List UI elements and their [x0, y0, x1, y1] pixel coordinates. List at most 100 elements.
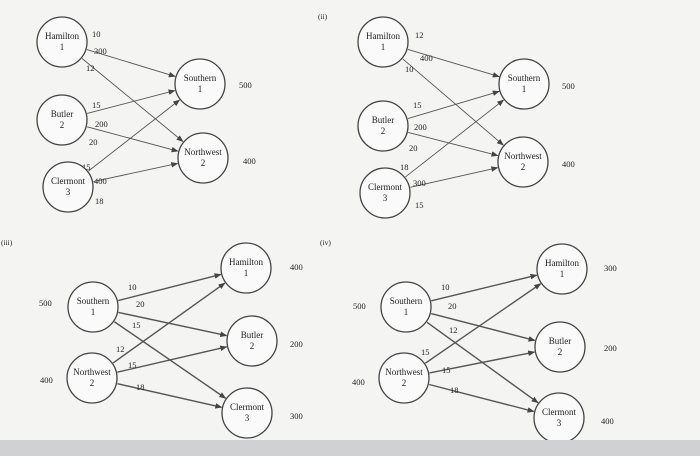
node-name: Hamilton: [366, 31, 400, 41]
node-name: Southern: [390, 296, 423, 306]
edge-cost-label: 18: [95, 196, 104, 206]
node-circle: [220, 242, 272, 294]
node-name: Northwest: [184, 147, 222, 157]
edge-cost-label: 18: [400, 162, 409, 172]
node-circle: [221, 387, 273, 439]
edge-cost-label: 10: [405, 64, 414, 74]
edge-cost-label: 15: [415, 200, 424, 210]
node-circle: [226, 315, 278, 367]
edge-ham-nw: [402, 58, 504, 146]
edge-cost-label: 15: [442, 365, 451, 375]
node-circle: [42, 161, 94, 213]
panel-label: (iii): [1, 238, 13, 247]
node-name: Northwest: [504, 151, 542, 161]
edge-but-nw: [86, 126, 179, 153]
edge-nw-but: [117, 345, 228, 373]
node-quantity: 400: [352, 377, 365, 387]
extra-value-label: 300: [413, 178, 426, 188]
node-circle: [534, 321, 586, 373]
node-quantity: 300: [290, 411, 303, 421]
node-quantity: 500: [39, 298, 52, 308]
node-number: 3: [66, 187, 71, 197]
edge-cost-label: 20: [448, 301, 457, 311]
node-number: 3: [245, 413, 250, 423]
node-quantity: 400: [290, 262, 303, 272]
node-quantity: 500: [239, 80, 252, 90]
node-number: 2: [60, 120, 65, 130]
network-panel-b: (ii)121015201815Hamilton1Butler2Clermont…: [318, 12, 575, 219]
node-number: 1: [381, 42, 386, 52]
node-number: 2: [250, 341, 255, 351]
node-name: Hamilton: [229, 257, 263, 267]
node-quantity: 400: [562, 159, 575, 169]
node-quantity: 400: [243, 156, 256, 166]
edge-nw-ham: [425, 283, 542, 364]
node-number: 2: [90, 378, 95, 388]
extra-value-label: 300: [94, 46, 107, 56]
edge-sou-ham: [118, 273, 222, 302]
node-name: Hamilton: [45, 31, 79, 41]
edge-cle-sou: [405, 99, 505, 178]
node-circle: [36, 94, 88, 146]
edge-nw-ham: [112, 282, 226, 364]
node-name: Butler: [549, 336, 572, 346]
edge-cost-label: 15: [128, 360, 137, 370]
edge-cle-sou: [88, 99, 181, 172]
node-circle: [357, 16, 409, 68]
node-circle: [359, 167, 411, 219]
node-quantity: 500: [562, 81, 575, 91]
node-name: Northwest: [73, 367, 111, 377]
node-quantity: 500: [353, 301, 366, 311]
edge-sou-but: [118, 311, 228, 337]
node-circle: [378, 352, 430, 404]
edge-cost-label: 18: [450, 385, 459, 395]
edge-but-sou: [87, 89, 176, 114]
edge-nw-cle: [117, 383, 223, 409]
edge-cost-label: 15: [132, 320, 141, 330]
node-quantity: 400: [40, 375, 53, 385]
node-name: Hamilton: [545, 258, 579, 268]
edge-cost-label: 10: [128, 282, 137, 292]
network-panel-a: 101215201518Hamilton1Butler2Clermont3Sou…: [36, 16, 256, 213]
edge-ham-sou: [407, 48, 500, 78]
edge-cost-label: 10: [92, 29, 101, 39]
edge-nw-cle: [429, 383, 535, 413]
edge-but-nw: [408, 132, 499, 157]
network-panel-d: (iv)102012151518Southern1500Northwest240…: [320, 238, 617, 444]
node-circle: [498, 58, 550, 110]
node-circle: [174, 58, 226, 110]
network-panel-c: (iii)102015121518Southern1500Northwest24…: [1, 238, 303, 439]
node-name: Southern: [508, 73, 541, 83]
edge-but-sou: [407, 90, 500, 120]
node-name: Clermont: [368, 182, 402, 192]
node-number: 2: [381, 126, 386, 136]
node-number: 2: [402, 378, 407, 388]
node-circle: [380, 281, 432, 333]
node-number: 1: [522, 84, 527, 94]
node-number: 1: [60, 42, 65, 52]
node-number: 3: [557, 418, 562, 428]
edge-cle-nw: [93, 162, 179, 182]
edge-cle-nw: [410, 166, 499, 188]
node-circle: [177, 132, 229, 184]
node-circle: [497, 136, 549, 188]
node-circle: [357, 100, 409, 152]
node-name: Southern: [184, 73, 217, 83]
node-name: Northwest: [385, 367, 423, 377]
node-circle: [66, 352, 118, 404]
node-number: 3: [383, 193, 388, 203]
edge-cost-label: 20: [409, 143, 418, 153]
